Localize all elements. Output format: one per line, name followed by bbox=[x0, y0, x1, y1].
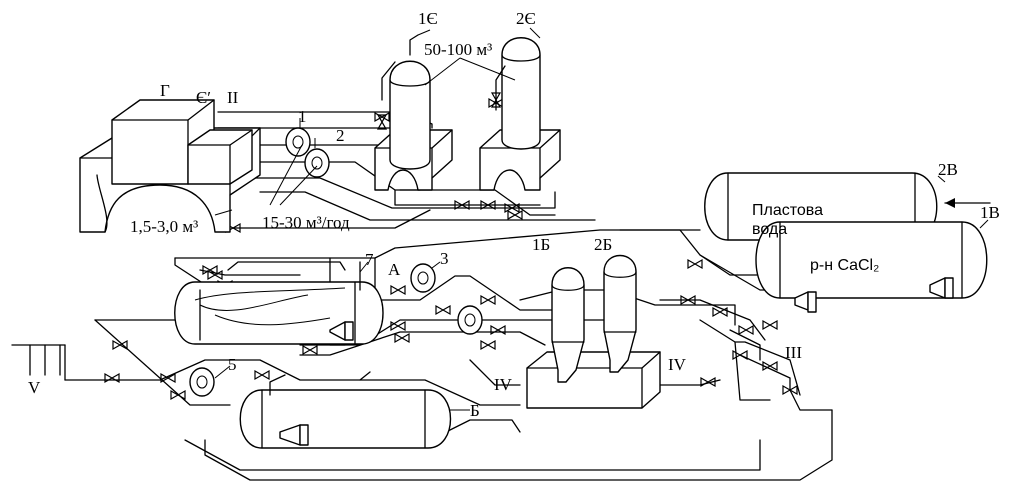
label-tank-2e: 2Є bbox=[516, 9, 536, 28]
tank-2e bbox=[479, 37, 561, 191]
label-volume-large: 50-100 м³ bbox=[424, 40, 492, 59]
label-tank-b: Б bbox=[470, 401, 480, 420]
pump-5 bbox=[189, 367, 215, 397]
label-g: Г bbox=[160, 81, 170, 100]
separator-v bbox=[11, 344, 66, 381]
pump-3 bbox=[410, 263, 436, 293]
label-volume-small: 1,5-3,0 м³ bbox=[130, 217, 198, 236]
label-pump-1: 1 bbox=[298, 107, 307, 126]
tank-1v bbox=[755, 221, 988, 313]
label-flow: 15-30 м³/год bbox=[262, 213, 350, 232]
tank-a bbox=[174, 257, 384, 345]
label-cacl2: р-н CaCl₂ bbox=[810, 257, 879, 274]
label-column-1b: 1Б bbox=[532, 235, 550, 254]
tank-1e bbox=[374, 34, 453, 191]
labels: Г Є′ II 1,5-3,0 м³ 15-30 м³/год 1 2 3 5 … bbox=[28, 9, 1000, 420]
label-e-prime: Є′ bbox=[196, 88, 211, 107]
columns-1b-2b bbox=[526, 255, 661, 409]
label-pump-3: 3 bbox=[440, 249, 449, 268]
label-iii: III bbox=[785, 343, 802, 362]
unit-g-assembly bbox=[79, 99, 261, 233]
label-tank-1v: 1В bbox=[980, 203, 1000, 222]
label-seven: 7 bbox=[365, 250, 374, 269]
pump-1 bbox=[285, 127, 311, 157]
label-water-1: Пластова bbox=[752, 202, 823, 219]
label-ii: II bbox=[227, 88, 239, 107]
label-pump-2: 2 bbox=[336, 126, 345, 145]
leader-lines bbox=[214, 27, 989, 411]
label-tank-a: А bbox=[388, 260, 401, 279]
pump-2 bbox=[304, 148, 330, 178]
label-column-2b: 2Б bbox=[594, 235, 612, 254]
tank-b bbox=[239, 374, 452, 449]
pump-4 bbox=[457, 305, 483, 335]
pumps bbox=[189, 127, 483, 397]
label-iv-right: IV bbox=[668, 355, 687, 374]
label-water-2: вода bbox=[752, 221, 787, 238]
label-pump-5: 5 bbox=[228, 355, 237, 374]
label-tank-2v: 2В bbox=[938, 160, 958, 179]
label-tank-1e: 1Є bbox=[418, 9, 438, 28]
label-v: V bbox=[28, 378, 41, 397]
label-iv-left: IV bbox=[494, 375, 513, 394]
inlet-arrow bbox=[944, 198, 991, 208]
